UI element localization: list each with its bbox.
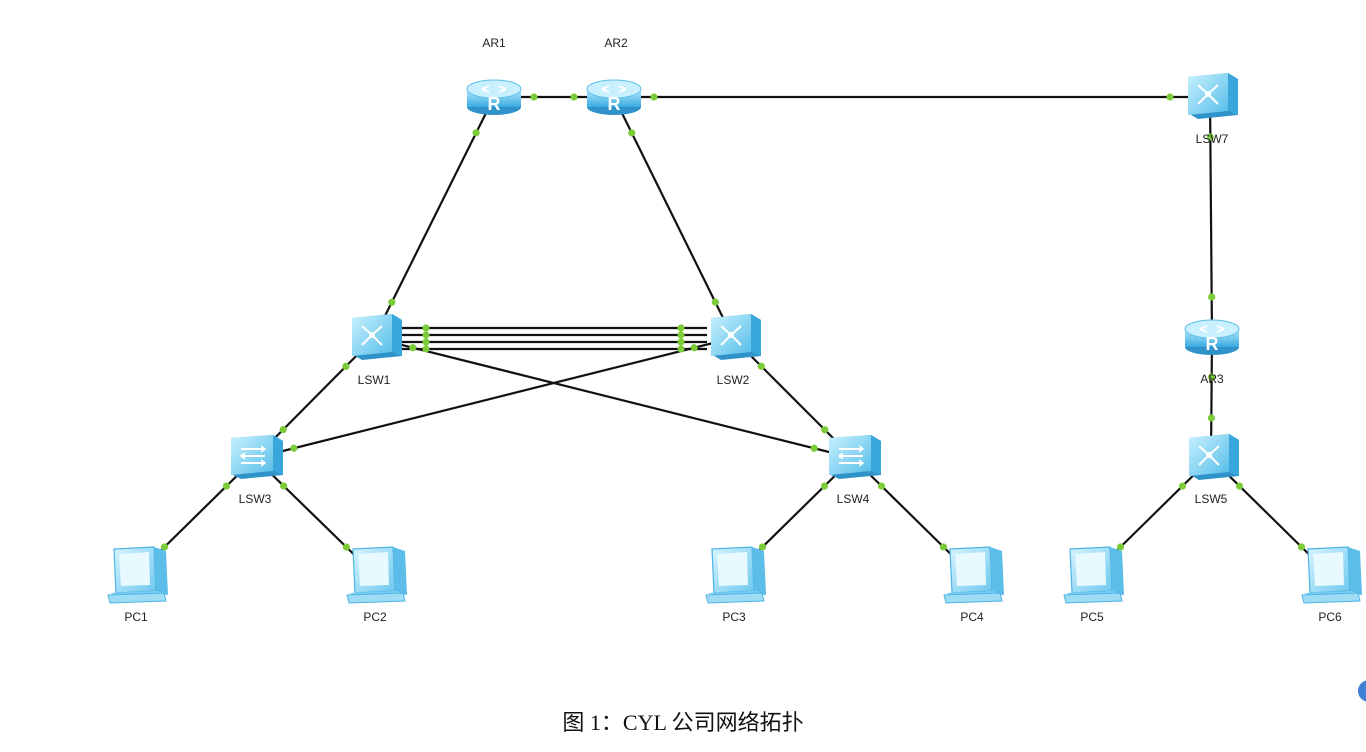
- device-ar1[interactable]: R AR1: [466, 36, 522, 115]
- pc-icon: [346, 546, 407, 604]
- port-indicator: [409, 344, 417, 352]
- port-indicator: [677, 345, 685, 353]
- link-ar1-lsw1: [373, 96, 495, 339]
- router-icon: R: [586, 79, 642, 115]
- router-icon: R: [466, 79, 522, 115]
- port-indicator: [677, 331, 685, 339]
- figure-caption: 图 1：CYL 公司网络拓扑: [562, 710, 804, 735]
- port-indicator: [757, 362, 765, 370]
- pc-icon: [705, 546, 766, 604]
- port-indicator: [1178, 482, 1187, 490]
- port-indicator: [422, 324, 430, 332]
- port-indicator: [1206, 133, 1214, 141]
- port-indicator: [810, 444, 818, 452]
- port-indicator: [472, 129, 480, 137]
- port-indicator: [711, 298, 719, 306]
- port-indicator: [570, 93, 578, 101]
- device-label: PC1: [124, 610, 148, 624]
- port-indicator: [820, 482, 829, 490]
- port-indicator: [342, 362, 350, 371]
- port-indicator: [1207, 414, 1215, 422]
- port-indicator: [1116, 543, 1125, 551]
- port-indicator: [758, 543, 767, 551]
- port-indicator: [422, 345, 430, 353]
- pc-icon: [943, 546, 1004, 604]
- device-label: PC2: [363, 610, 387, 624]
- device-label: PC3: [722, 610, 746, 624]
- device-label: LSW4: [837, 492, 870, 506]
- port-indicator: [1235, 482, 1244, 490]
- router-icon: R: [1184, 319, 1240, 355]
- port-indicator: [422, 331, 430, 339]
- port-indicator: [280, 482, 288, 490]
- l3-switch-icon: [1189, 434, 1239, 480]
- svg-text:R: R: [488, 94, 501, 114]
- port-indicator: [1208, 293, 1216, 301]
- ports-layer: [160, 93, 1306, 551]
- pc-icon: [1301, 546, 1362, 604]
- port-indicator: [628, 129, 636, 137]
- svg-text:R: R: [1206, 334, 1219, 354]
- port-indicator: [877, 482, 886, 490]
- link-lsw2-lsw3: [254, 336, 734, 460]
- corner-badge: [1358, 680, 1366, 702]
- device-label: PC4: [960, 610, 984, 624]
- device-pc4[interactable]: PC4: [943, 546, 1004, 624]
- port-indicator: [530, 93, 538, 101]
- pc-icon: [107, 546, 168, 604]
- port-indicator: [290, 444, 298, 452]
- port-indicator: [222, 482, 231, 490]
- port-indicator: [677, 324, 685, 332]
- link-lsw1-lsw4: [373, 336, 854, 460]
- port-indicator: [650, 93, 658, 101]
- device-pc1[interactable]: PC1: [107, 546, 168, 624]
- device-lsw5[interactable]: LSW5: [1189, 434, 1239, 506]
- device-ar2[interactable]: R AR2: [586, 36, 642, 115]
- port-indicator: [388, 298, 396, 306]
- device-pc5[interactable]: PC5: [1063, 546, 1124, 624]
- device-label: AR3: [1200, 372, 1224, 386]
- l3-switch-icon: [352, 314, 402, 360]
- port-indicator: [677, 338, 685, 346]
- device-label: PC5: [1080, 610, 1104, 624]
- port-indicator: [821, 426, 829, 434]
- port-indicator: [939, 543, 948, 551]
- l3-switch-icon: [1188, 73, 1238, 119]
- port-indicator: [422, 338, 430, 346]
- svg-text:R: R: [608, 94, 621, 114]
- port-indicator: [1208, 373, 1216, 381]
- device-lsw3[interactable]: LSW3: [231, 435, 283, 506]
- device-label: PC6: [1318, 610, 1342, 624]
- device-label: LSW1: [358, 373, 391, 387]
- link-ar2-lsw2: [613, 96, 734, 339]
- port-indicator: [342, 543, 350, 551]
- device-label: LSW3: [239, 492, 272, 506]
- device-label: AR2: [604, 36, 628, 50]
- device-lsw4[interactable]: LSW4: [829, 435, 881, 506]
- device-lsw7[interactable]: LSW7: [1188, 73, 1238, 146]
- device-label: LSW2: [717, 373, 750, 387]
- l2-switch-icon: [829, 435, 881, 479]
- device-label: LSW5: [1195, 492, 1228, 506]
- pc-icon: [1063, 546, 1124, 604]
- device-lsw1[interactable]: LSW1: [352, 314, 402, 387]
- device-pc3[interactable]: PC3: [705, 546, 766, 624]
- device-lsw2[interactable]: LSW2: [711, 314, 761, 387]
- l2-switch-icon: [231, 435, 283, 479]
- device-label: AR1: [482, 36, 506, 50]
- port-indicator: [279, 425, 287, 434]
- device-pc2[interactable]: PC2: [346, 546, 407, 624]
- port-indicator: [160, 543, 169, 551]
- device-pc6[interactable]: PC6: [1301, 546, 1362, 624]
- port-indicator: [690, 344, 698, 352]
- device-label: LSW7: [1196, 132, 1229, 146]
- port-indicator: [1166, 93, 1174, 101]
- device-ar3[interactable]: R AR3: [1184, 319, 1240, 386]
- port-indicator: [1297, 543, 1306, 551]
- l3-switch-icon: [711, 314, 761, 360]
